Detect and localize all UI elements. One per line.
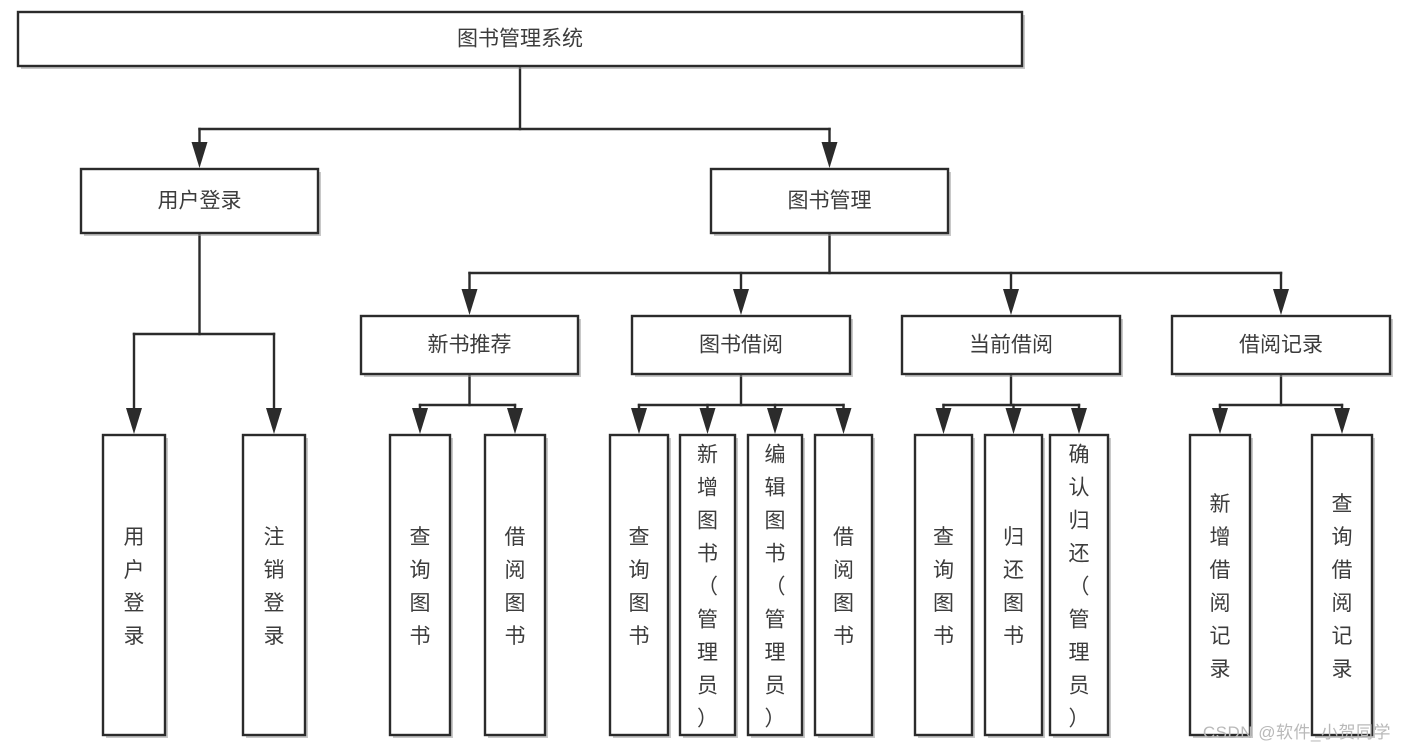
tree-node-leaf_5[interactable]: 查询图书 xyxy=(608,433,671,738)
node-label: 用户登录 xyxy=(158,190,242,213)
node-box[interactable] xyxy=(483,433,547,737)
tree-node-l3_a[interactable]: 新书推荐 xyxy=(359,314,581,377)
arrow-head-icon xyxy=(507,408,523,434)
node-box[interactable] xyxy=(746,433,804,737)
arrow-head-icon xyxy=(935,408,952,434)
node-box[interactable] xyxy=(630,314,852,376)
node-box[interactable] xyxy=(1310,433,1374,737)
node-box[interactable] xyxy=(913,433,974,737)
node-label: 编辑图书（管理员） xyxy=(765,444,786,731)
arrow-head-icon xyxy=(126,408,142,434)
node-label: 查询图书 xyxy=(933,526,954,648)
arrow-head-icon xyxy=(1071,408,1087,434)
arrow-head-icon xyxy=(412,408,428,434)
tree-node-l3_b[interactable]: 图书借阅 xyxy=(630,314,853,377)
node-box[interactable] xyxy=(813,433,874,737)
tree-node-leaf_3[interactable]: 查询图书 xyxy=(388,433,453,738)
tree-node-l3_d[interactable]: 借阅记录 xyxy=(1170,314,1393,377)
node-box[interactable] xyxy=(359,314,580,376)
arrow-head-icon xyxy=(835,408,852,434)
tree-node-leaf_6[interactable]: 新增图书（管理员） xyxy=(678,433,738,738)
tree-node-root[interactable]: 图书管理系统 xyxy=(16,10,1025,69)
arrow-head-icon xyxy=(1005,408,1022,434)
arrow-head-icon xyxy=(821,142,838,168)
tree-node-leaf_2[interactable]: 注销登录 xyxy=(241,433,308,738)
node-box[interactable] xyxy=(79,167,320,235)
tree-node-l3_c[interactable]: 当前借阅 xyxy=(900,314,1123,377)
node-label: 归还图书 xyxy=(1003,526,1024,648)
tree-node-leaf_13[interactable]: 查询借阅记录 xyxy=(1310,433,1375,738)
tree-node-leaf_10[interactable]: 归还图书 xyxy=(983,433,1045,738)
tree-node-leaf_4[interactable]: 借阅图书 xyxy=(483,433,548,738)
node-label: 新增借阅记录 xyxy=(1210,493,1231,681)
connector-layer xyxy=(126,64,1350,434)
arrow-head-icon xyxy=(733,289,749,315)
node-label: 借阅记录 xyxy=(1239,334,1323,357)
node-label: 确认归还（管理员） xyxy=(1069,444,1090,731)
node-box[interactable] xyxy=(1170,314,1392,376)
node-label: 图书借阅 xyxy=(699,334,783,357)
node-label: 借阅图书 xyxy=(505,526,526,648)
node-label: 当前借阅 xyxy=(969,334,1053,357)
node-layer: 图书管理系统用户登录图书管理新书推荐图书借阅当前借阅借阅记录用户登录注销登录查询… xyxy=(16,10,1393,738)
arrow-head-icon xyxy=(631,408,647,434)
arrow-head-icon xyxy=(1334,408,1350,434)
node-box[interactable] xyxy=(608,433,670,737)
arrow-head-icon xyxy=(767,408,783,434)
node-box[interactable] xyxy=(1048,433,1110,737)
node-box[interactable] xyxy=(388,433,452,737)
tree-node-leaf_9[interactable]: 查询图书 xyxy=(913,433,975,738)
arrow-head-icon xyxy=(266,408,282,434)
tree-node-l2_a[interactable]: 用户登录 xyxy=(79,167,321,236)
tree-node-leaf_11[interactable]: 确认归还（管理员） xyxy=(1048,433,1111,738)
node-box[interactable] xyxy=(709,167,950,235)
node-label: 图书管理系统 xyxy=(457,28,583,51)
node-label: 借阅图书 xyxy=(833,526,854,648)
node-label: 查询图书 xyxy=(410,526,431,648)
node-label: 用户登录 xyxy=(124,526,145,648)
node-box[interactable] xyxy=(983,433,1044,737)
arrow-head-icon xyxy=(191,142,208,168)
node-box[interactable] xyxy=(16,10,1024,68)
tree-node-leaf_8[interactable]: 借阅图书 xyxy=(813,433,875,738)
node-label: 新增图书（管理员） xyxy=(697,444,718,731)
watermark-text: CSDN @软件_小贺同学 xyxy=(1202,723,1391,742)
arrow-head-icon xyxy=(1212,408,1228,434)
node-box[interactable] xyxy=(678,433,737,737)
node-label: 新书推荐 xyxy=(428,334,512,357)
arrow-head-icon xyxy=(1273,289,1289,315)
tree-node-l2_b[interactable]: 图书管理 xyxy=(709,167,951,236)
node-box[interactable] xyxy=(241,433,307,737)
node-box[interactable] xyxy=(900,314,1122,376)
node-label: 查询图书 xyxy=(629,526,650,648)
node-label: 查询借阅记录 xyxy=(1332,493,1353,681)
arrow-head-icon xyxy=(461,289,478,315)
node-box[interactable] xyxy=(1188,433,1252,737)
tree-node-leaf_7[interactable]: 编辑图书（管理员） xyxy=(746,433,805,738)
node-label: 注销登录 xyxy=(264,526,285,648)
node-label: 图书管理 xyxy=(788,190,872,213)
arrow-head-icon xyxy=(699,408,716,434)
arrow-head-icon xyxy=(1003,289,1019,315)
node-box[interactable] xyxy=(101,433,167,737)
tree-node-leaf_1[interactable]: 用户登录 xyxy=(101,433,168,738)
tree-node-leaf_12[interactable]: 新增借阅记录 xyxy=(1188,433,1253,738)
